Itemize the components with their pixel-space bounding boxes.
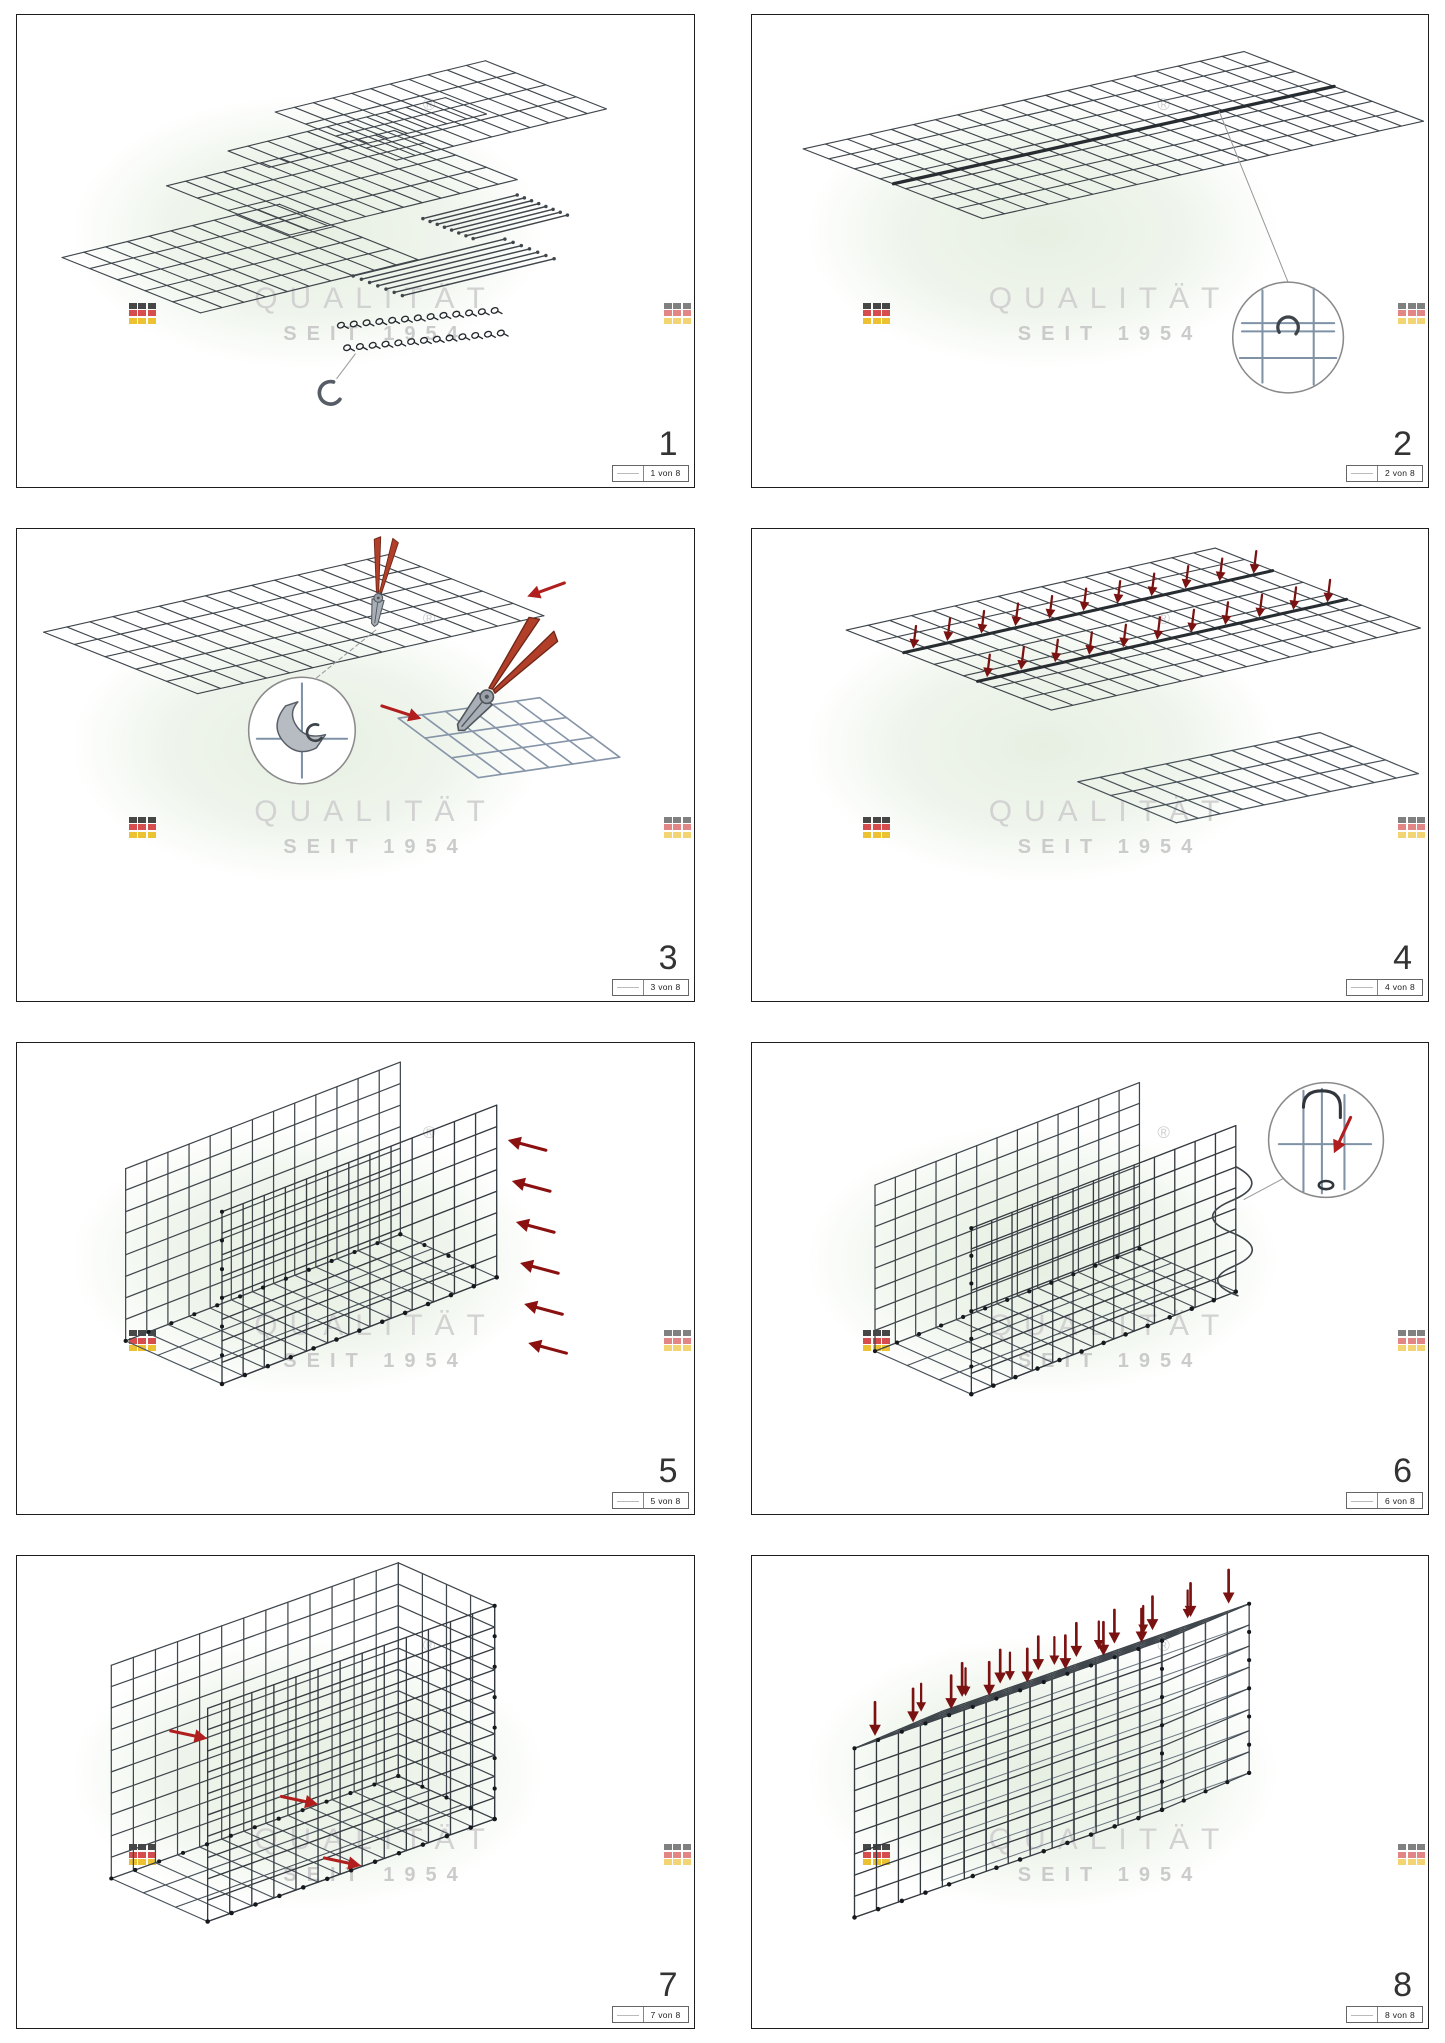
german-flag-icon	[1398, 1330, 1426, 1352]
title-block: 1 von 8	[611, 464, 689, 482]
quality-watermark: QUALITÄT SEIT 1954 ®	[752, 529, 1429, 1001]
assembly-illustration	[851, 1568, 1251, 1920]
panel-step-6: QUALITÄT SEIT 1954 ® 6 6 von 8	[750, 1041, 1429, 1516]
step-number: 4	[1393, 938, 1412, 977]
assembly-illustration	[123, 1060, 568, 1386]
watermark-seit-1954-label: SEIT 1954	[283, 1350, 468, 1373]
step-number: 3	[658, 938, 678, 977]
title-block-field	[1347, 465, 1379, 481]
quality-watermark: QUALITÄT SEIT 1954 ®	[752, 1043, 1429, 1515]
title-block: 6 von 8	[1346, 1492, 1423, 1510]
german-flag-icon	[1398, 302, 1426, 324]
title-block-field	[1347, 2007, 1379, 2022]
watermark-qualitaet-label: QUALITÄT	[988, 281, 1232, 315]
german-flag-icon	[663, 1844, 691, 1866]
assembly-illustration	[61, 60, 607, 406]
step-number: 7	[658, 1966, 678, 2004]
german-flag-icon	[1398, 1844, 1426, 1866]
german-flag-icon	[663, 302, 691, 324]
title-block-field	[1347, 979, 1379, 995]
title-block-field	[613, 979, 644, 995]
watermark-text: QUALITÄT SEIT 1954	[900, 1309, 1319, 1373]
watermark-seit-1954-label: SEIT 1954	[1017, 1350, 1203, 1373]
assembly-illustration	[43, 536, 621, 785]
panel-step-7: QUALITÄT SEIT 1954 ® 7 7 von 8	[16, 1555, 695, 2029]
german-flag-icon	[128, 816, 156, 838]
german-flag-icon	[663, 816, 691, 838]
assembly-illustration	[845, 547, 1421, 824]
assembly-illustration	[109, 1562, 497, 1925]
title-block-field	[613, 2007, 644, 2022]
quality-watermark: QUALITÄT SEIT 1954 ®	[17, 529, 694, 1001]
step-number: 1	[658, 424, 678, 463]
panel-step-2: QUALITÄT SEIT 1954 ® 2 2 von 8	[750, 14, 1429, 488]
page-indicator: 4 von 8	[1385, 982, 1415, 992]
title-block: 8 von 8	[1346, 2006, 1423, 2023]
assembly-illustration	[802, 50, 1424, 394]
page-indicator: 2 von 8	[1385, 468, 1415, 479]
registered-trademark-icon: ®	[422, 1636, 436, 1656]
page-indicator: 8 von 8	[1385, 2009, 1415, 2020]
title-block-field	[613, 1493, 644, 1509]
registered-trademark-icon: ®	[1157, 1122, 1170, 1142]
panel-step-5: QUALITÄT SEIT 1954 ® 5 5 von 8	[16, 1041, 695, 1516]
step-number: 5	[658, 1452, 678, 1491]
assembly-illustration	[872, 1081, 1384, 1396]
page-indicator: 6 von 8	[1385, 1495, 1415, 1506]
watermark-qualitaet-label: QUALITÄT	[254, 281, 497, 315]
watermark-seit-1954-label: SEIT 1954	[1017, 322, 1203, 345]
watermark-text: QUALITÄT SEIT 1954	[166, 1823, 585, 1887]
step-number: 8	[1393, 1966, 1412, 2004]
registered-trademark-icon: ®	[422, 1122, 436, 1142]
watermark-seit-1954-label: SEIT 1954	[1017, 836, 1203, 859]
page-indicator: 3 von 8	[650, 982, 681, 992]
german-flag-icon	[1398, 816, 1426, 838]
quality-watermark: QUALITÄT SEIT 1954 ®	[752, 15, 1429, 487]
page-indicator: 1 von 8	[650, 468, 681, 479]
page-indicator: 7 von 8	[650, 2009, 681, 2020]
registered-trademark-icon: ®	[422, 95, 436, 115]
german-flag-icon	[863, 1330, 891, 1352]
title-block: 5 von 8	[611, 1492, 689, 1510]
panel-step-3: QUALITÄT SEIT 1954 ® 3 3 von 8	[16, 527, 695, 1002]
watermark-text: QUALITÄT SEIT 1954	[900, 282, 1319, 346]
watermark-seit-1954-label: SEIT 1954	[1017, 1863, 1203, 1886]
panel-step-1: QUALITÄT SEIT 1954 ® 1 1 von 8	[16, 14, 695, 488]
title-block: 2 von 8	[1346, 464, 1423, 482]
watermark-seit-1954-label: SEIT 1954	[283, 836, 468, 859]
title-block-field	[1347, 1493, 1379, 1509]
panel-step-4: QUALITÄT SEIT 1954 ® 4 4 von 8	[750, 527, 1429, 1002]
title-block: 4 von 8	[1346, 978, 1423, 996]
title-block: 3 von 8	[611, 978, 689, 996]
step-number: 6	[1393, 1452, 1412, 1491]
watermark-text: QUALITÄT SEIT 1954	[166, 795, 585, 859]
watermark-qualitaet-label: QUALITÄT	[988, 1309, 1232, 1343]
watermark-text: QUALITÄT SEIT 1954	[900, 1823, 1319, 1887]
german-flag-icon	[663, 1330, 691, 1352]
watermark-qualitaet-label: QUALITÄT	[254, 795, 497, 829]
title-block-field	[613, 465, 644, 481]
german-flag-icon	[863, 302, 891, 324]
step-number: 2	[1393, 424, 1412, 463]
page-indicator: 5 von 8	[650, 1495, 681, 1506]
german-flag-icon	[863, 816, 891, 838]
panel-step-8: QUALITÄT SEIT 1954 ® 8 8 von 8	[750, 1555, 1429, 2029]
german-flag-icon	[128, 302, 156, 324]
title-block: 7 von 8	[611, 2006, 689, 2023]
